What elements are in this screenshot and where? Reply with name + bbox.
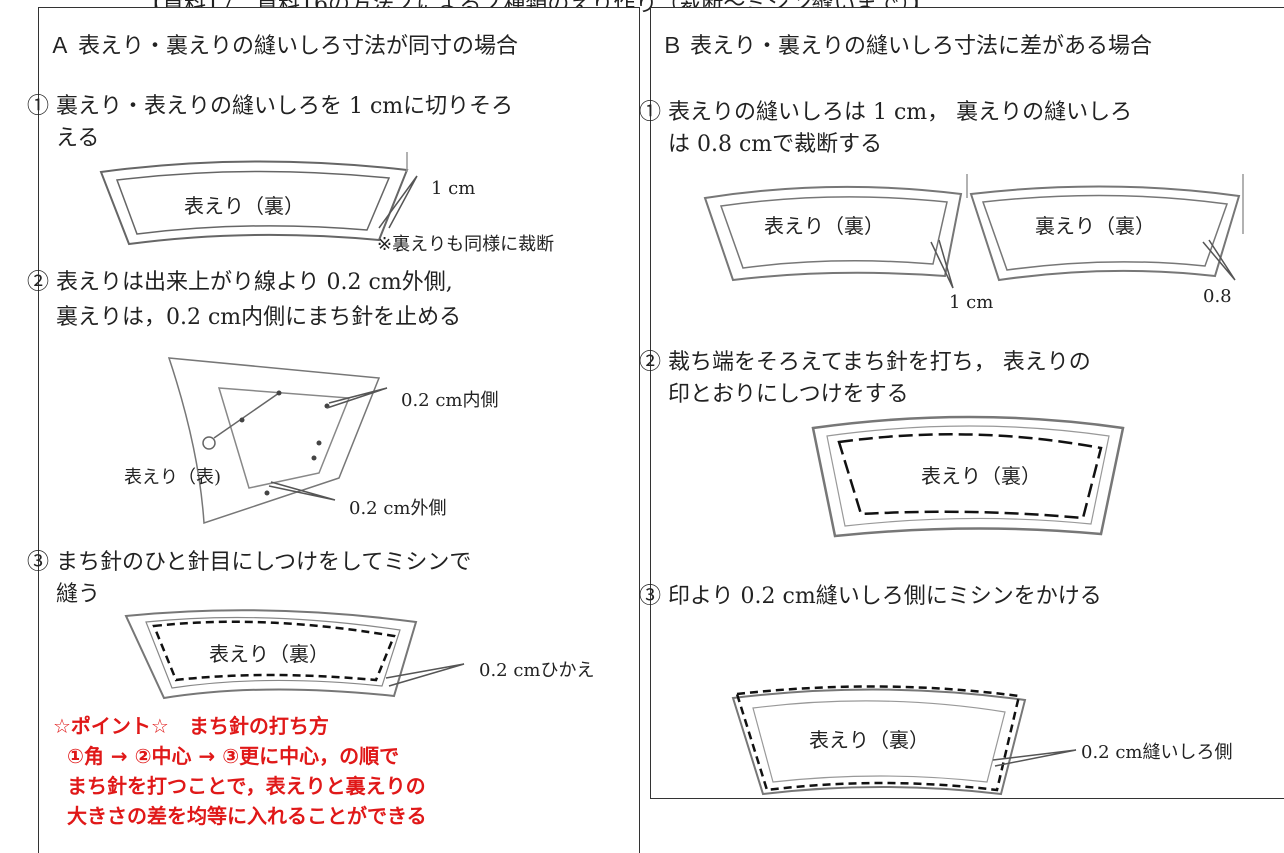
panel-a-step3-line1: ③ まち針のひと針目にしつけをしてミシンで	[27, 550, 472, 575]
panel-a-step3-collar-label: 表えり（裏）	[209, 642, 329, 666]
basted-collar-diagram	[811, 415, 1125, 538]
panel-a-step1-dimension: 1 cm	[431, 178, 476, 199]
collar-diagram-b-ura	[969, 174, 1244, 282]
panel-b-step2-line2: 印とおりにしつけをする	[668, 382, 909, 407]
panel-b-step2-collar-label: 表えり（裏）	[921, 464, 1041, 488]
panel-a-title: Ａ 表えり・裏えりの縫いしろ寸法が同寸の場合	[49, 34, 518, 59]
panel-a-step2-collar-label: 表えり（表)	[124, 467, 222, 488]
panel-b-step1-line2: は 0.8 cmで裁断する	[668, 132, 883, 157]
panel-a: Ａ 表えり・裏えりの縫いしろ寸法が同寸の場合 ① 裏えり・表えりの縫いしろを 1…	[27, 7, 640, 853]
panel-a-step1-collar-label: 表えり（裏）	[184, 194, 304, 218]
panel-b-step3-dimension: 0.2 cm縫いしろ側	[1081, 742, 1233, 763]
panel-b-title: Ｂ 表えり・裏えりの縫いしろ寸法に差がある場合	[661, 34, 1152, 59]
panel-a-step3-dimension: 0.2 cmひかえ	[479, 660, 595, 681]
panel-b: Ｂ 表えり・裏えりの縫いしろ寸法に差がある場合 ① 表えりの縫いしろは 1 cm…	[639, 7, 1284, 799]
panel-b-step3-collar-label: 表えり（裏）	[809, 728, 929, 752]
stitched-collar-diagram-b	[731, 685, 1077, 796]
panel-b-collar-ura-label: 裏えり（裏）	[1035, 214, 1155, 238]
panel-a-step2-inside-label: 0.2 cm内側	[401, 390, 499, 411]
panel-b-step2-line1: ② 裁ち端をそろえてまち針を打ち， 表えりの	[639, 350, 1091, 375]
panel-b-dimension-08: 0.8	[1203, 286, 1232, 307]
panel-b-collar-omote-label: 表えり（裏）	[764, 214, 884, 238]
panel-a-step1-line1: ① 裏えり・表えりの縫いしろを 1 cmに切りそろ	[27, 94, 514, 119]
point-line-2: ①角 → ②中心 → ③更に中心，の順で	[67, 744, 400, 768]
point-heading: ☆ポイント☆ まち針の打ち方	[53, 714, 329, 738]
panel-b-step3-line: ③ 印より 0.2 cm縫いしろ側にミシンをかける	[639, 584, 1102, 609]
point-line-4: 大きさの差を均等に入れることができる	[67, 804, 427, 828]
panel-a-step1-note: ※裏えりも同様に裁断	[377, 234, 555, 255]
panel-a-step2-line2: 裏えりは，0.2 cm内側にまち針を止める	[56, 305, 462, 330]
collar-diagram-a1	[99, 152, 418, 246]
panel-a-step1-line2: える	[56, 126, 100, 151]
panel-a-step2-line1: ② 表えりは出来上がり線より 0.2 cm外側,	[27, 270, 453, 295]
panel-b-step1-line1: ① 表えりの縫いしろは 1 cm， 裏えりの縫いしろ	[639, 100, 1133, 125]
panel-a-step3-line2: 縫う	[56, 582, 101, 607]
panel-b-dimension-1cm: 1 cm	[949, 292, 994, 313]
pinned-collar-diagram	[167, 357, 388, 525]
point-line-3: まち針を打つことで，表えりと裏えりの	[67, 774, 426, 798]
panel-a-step2-outside-label: 0.2 cm外側	[349, 498, 447, 519]
stitched-collar-diagram-a	[124, 609, 465, 700]
collar-diagram-b-omote	[703, 174, 968, 289]
